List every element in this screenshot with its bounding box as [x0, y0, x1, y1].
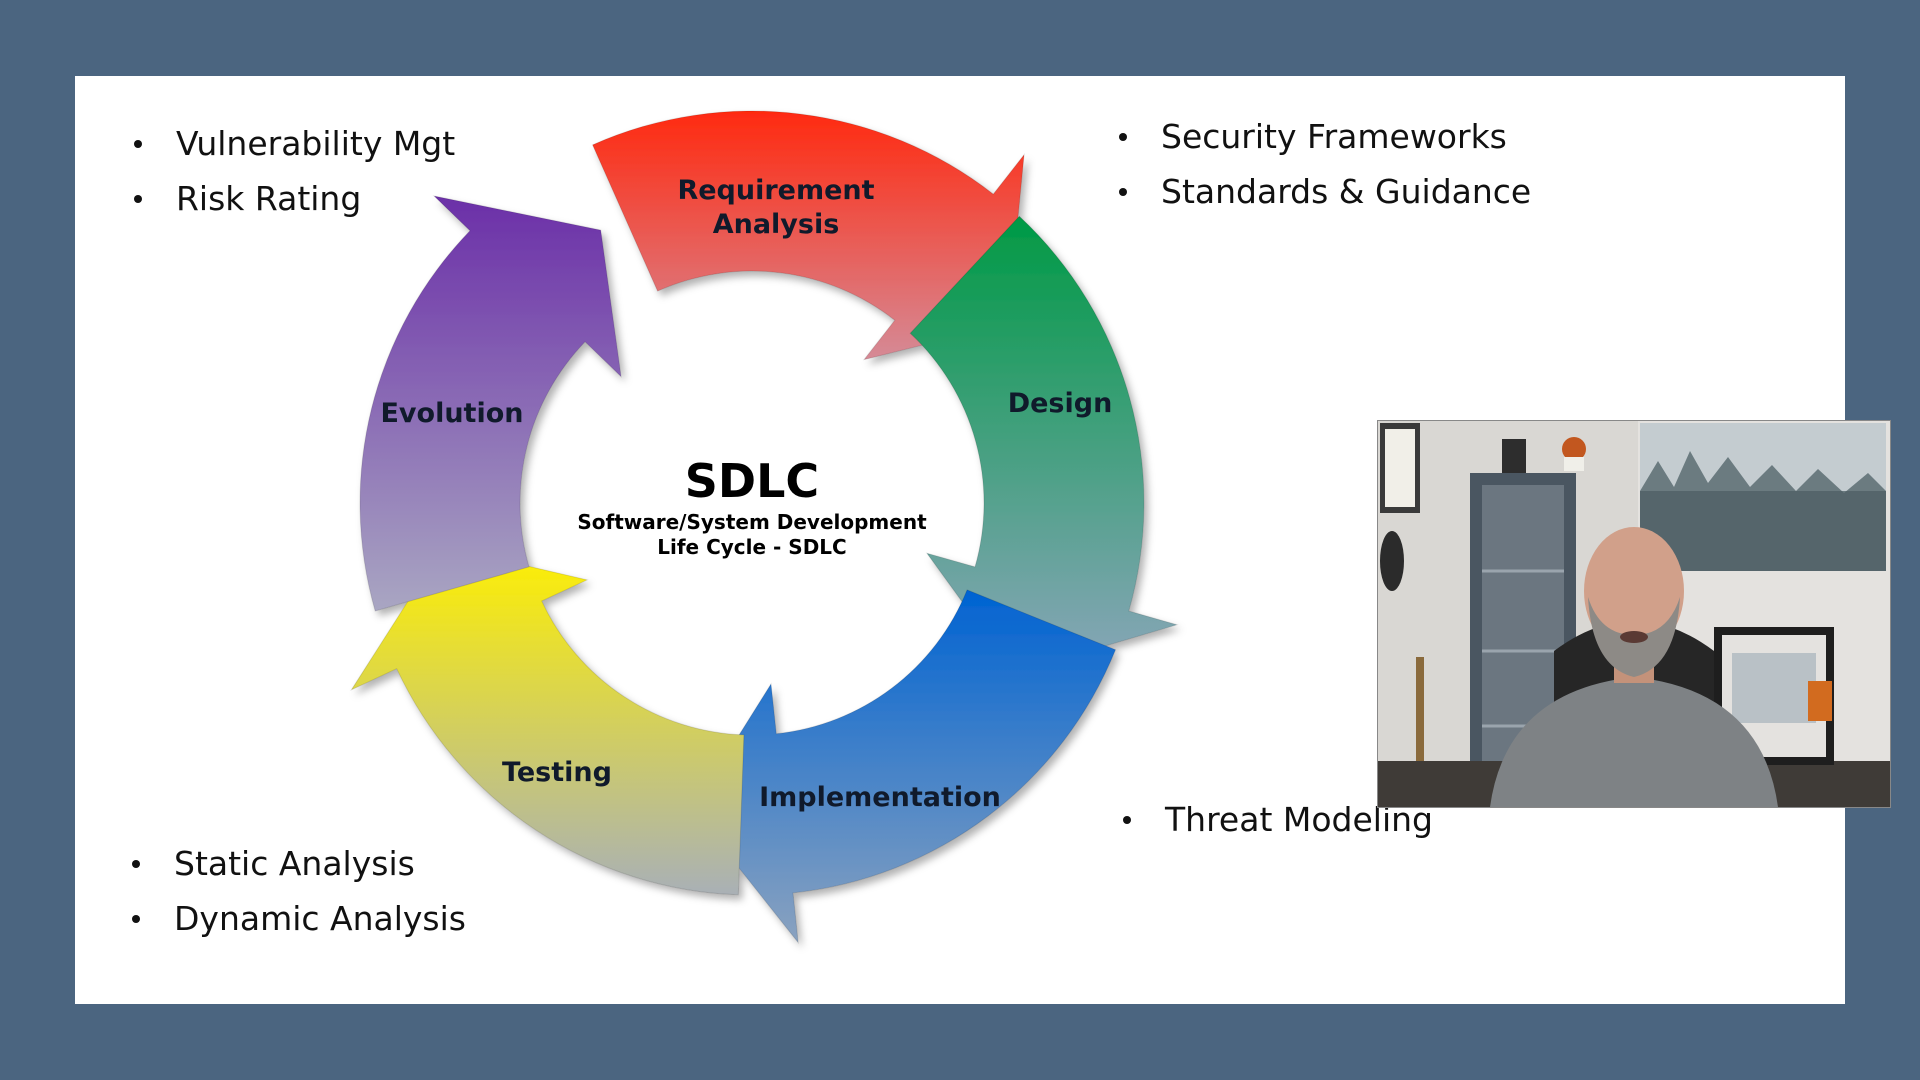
bullet-list-bottom-left: Static Analysis Dynamic Analysis: [128, 836, 466, 946]
slide: Requirement Analysis Design Implementati…: [75, 76, 1891, 1004]
bullet-item: Risk Rating: [130, 171, 455, 226]
stage-label-design: Design: [1008, 388, 1113, 419]
design-arrow: [909, 215, 1179, 674]
stage-label-requirement-line1: Requirement: [677, 175, 874, 206]
stage-label-requirement-line2: Analysis: [713, 209, 840, 240]
center-subtitle-line1: Software/System Development: [577, 510, 927, 534]
webcam-scene: [1378, 421, 1890, 807]
sdlc-cycle-diagram: Requirement Analysis Design Implementati…: [350, 110, 1179, 945]
bullet-item: Static Analysis: [128, 836, 466, 891]
center-title: SDLC: [685, 454, 819, 508]
stage-label-testing: Testing: [502, 757, 612, 788]
stage-label-implementation: Implementation: [759, 782, 1001, 813]
stage-label-evolution: Evolution: [380, 398, 523, 429]
evolution-arrow: [359, 195, 622, 612]
webcam-video: [1377, 420, 1891, 808]
bullet-list-top-left: Vulnerability Mgt Risk Rating: [130, 116, 455, 226]
bullet-item: Dynamic Analysis: [128, 891, 466, 946]
bullet-item: Vulnerability Mgt: [130, 116, 455, 171]
bullet-item: Security Frameworks: [1115, 109, 1531, 164]
requirement-arrow: [591, 110, 1025, 361]
bullet-item: Standards & Guidance: [1115, 164, 1531, 219]
bullet-list-top-right: Security Frameworks Standards & Guidance: [1115, 109, 1531, 219]
implementation-arrow: [691, 589, 1117, 945]
testing-arrow: [350, 545, 745, 896]
center-subtitle-line2: Life Cycle - SDLC: [657, 535, 846, 559]
